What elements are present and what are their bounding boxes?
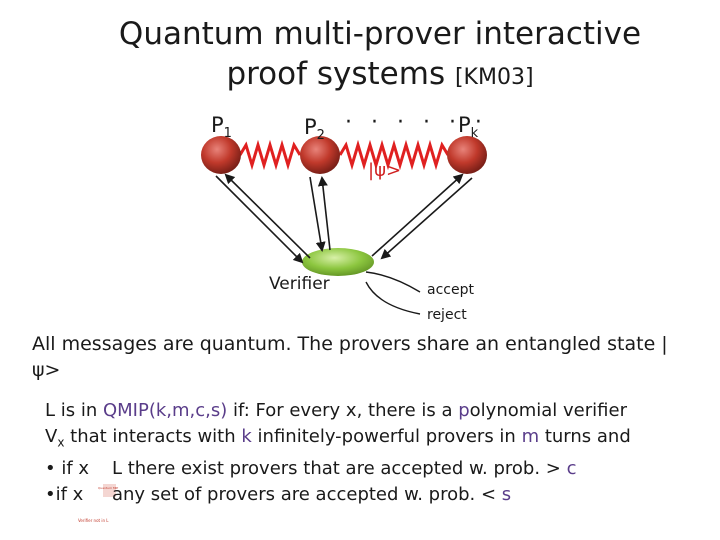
soundness-bullet: •if x any set of provers are accepted w.… bbox=[45, 483, 512, 505]
prover-2-label: P2 bbox=[304, 115, 325, 144]
accept-curve bbox=[365, 271, 421, 293]
prover-2-node bbox=[300, 136, 340, 174]
slide-title: Quantum multi-prover interactive proof s… bbox=[0, 14, 720, 98]
ellipsis-dots: · · · · · · bbox=[345, 110, 488, 135]
arrow-verifier-to-p2 bbox=[317, 176, 331, 251]
verifier-node bbox=[302, 248, 374, 276]
arrow-pk-to-verifier bbox=[380, 177, 473, 260]
title-line-2: proof systems [KM03] bbox=[226, 56, 534, 92]
definition-line-2: Vx that interacts with k infinitely-powe… bbox=[45, 426, 631, 450]
prover-k-node bbox=[447, 136, 487, 174]
tiny-artifact-text-b: Verifier not in L bbox=[78, 518, 109, 523]
title-citation: [KM03] bbox=[454, 65, 534, 90]
arrow-verifier-to-pk bbox=[371, 173, 464, 257]
arrow-p2-to-verifier bbox=[309, 176, 326, 252]
verifier-label: Verifier bbox=[269, 274, 330, 294]
entanglement-link-2-k bbox=[338, 139, 450, 171]
tiny-artifact-text-a: Quantum MIP bbox=[98, 486, 119, 490]
element-symbol-glyph bbox=[103, 484, 116, 497]
entanglement-link-1-2 bbox=[238, 139, 302, 171]
entangled-state-label: |ψ> bbox=[368, 160, 402, 181]
arrow-p1-to-verifier bbox=[215, 175, 304, 264]
definition-line-1: L is in QMIP(k,m,c,s) if: For every x, t… bbox=[45, 400, 627, 421]
reject-curve bbox=[365, 281, 421, 315]
prover-1-label: P1 bbox=[211, 113, 232, 142]
definition-block: L is in QMIP(k,m,c,s) if: For every x, t… bbox=[45, 398, 715, 508]
title-line-1: Quantum multi-prover interactive bbox=[118, 16, 642, 52]
reject-label: reject bbox=[427, 307, 467, 323]
completeness-bullet: • if x L there exist provers that are ac… bbox=[45, 457, 577, 479]
arrow-verifier-to-p1 bbox=[224, 173, 311, 259]
prover-k-label: Pk bbox=[458, 113, 479, 142]
messages-paragraph: All messages are quantum. The provers sh… bbox=[32, 333, 668, 381]
prover-1-node bbox=[201, 136, 241, 174]
class-name: QMIP(k,m,c,s) bbox=[102, 400, 228, 421]
accept-label: accept bbox=[427, 282, 474, 298]
